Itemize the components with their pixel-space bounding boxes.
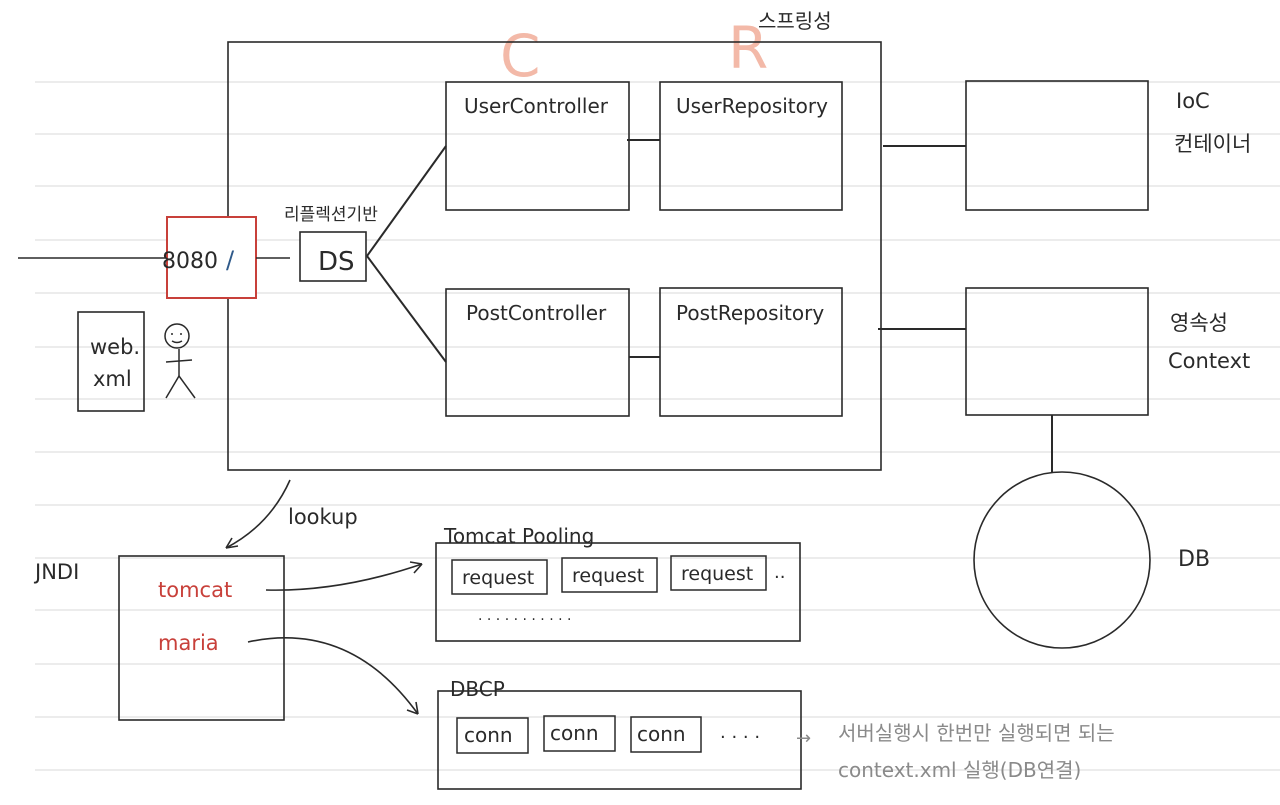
port-slash: / (226, 246, 235, 274)
persistence-context-box (965, 287, 1149, 416)
ioc-container-box (965, 80, 1149, 211)
db-circle (973, 471, 1151, 649)
note-line1: 서버실행시 한번만 실행되면 되는 (838, 721, 1115, 745)
conn-slot-3-label: conn (637, 722, 686, 746)
maria-to-dbcp-arrow (247, 637, 419, 715)
post-repository-box (659, 287, 843, 417)
ds-caption: 리플렉션기반 (284, 205, 378, 225)
dispatcher-servlet-box (299, 231, 367, 282)
dbcp-box (437, 690, 802, 790)
ioc-label-line1: IoC (1176, 89, 1210, 113)
person-icon (164, 323, 196, 399)
post-repository-label: PostRepository (676, 301, 824, 325)
request-slot-2 (561, 557, 658, 593)
port-text: 8080 (162, 249, 218, 274)
dbcp-more: . . . . (720, 722, 760, 743)
conn-slot-1-label: conn (464, 723, 513, 747)
dispatcher-servlet-label: DS (318, 247, 355, 277)
conn-slot-3 (630, 716, 702, 753)
jndi-entry-tomcat: tomcat (158, 578, 232, 602)
note-line2: context.xml 실행(DB연결) (838, 758, 1081, 782)
user-repository-label: UserRepository (676, 94, 828, 118)
notebook-lines (35, 81, 1280, 771)
lookup-label: lookup (288, 505, 358, 529)
user-controller-label: UserController (464, 94, 609, 118)
maria-to-dbcp-arrowhead (406, 701, 419, 715)
request-slot-3 (670, 555, 767, 591)
tomcat-pool-more: .. (774, 562, 785, 583)
faint-letter-c: C (500, 22, 541, 90)
tomcat-to-pool-arrowhead (409, 561, 423, 574)
request-slot-1 (451, 559, 548, 595)
request-slot-1-label: request (462, 567, 534, 589)
tomcat-pool-title: Tomcat Pooling (443, 524, 594, 548)
persistence-label-line1: 영속성 (1170, 311, 1228, 335)
jndi-label: JNDI (33, 560, 79, 584)
post-controller-box (445, 288, 630, 417)
ds-to-user-controller-line (366, 145, 447, 257)
user-repository-box (659, 81, 843, 211)
lookup-arrowhead (225, 537, 239, 549)
web-xml-line1: web. (90, 335, 140, 359)
request-slot-2-label: request (572, 565, 644, 587)
tomcat-pool-box (435, 542, 801, 642)
tomcat-to-pool-arrow (265, 563, 423, 591)
conn-slot-2-label: conn (550, 721, 599, 745)
ioc-label-line2: 컨테이너 (1174, 132, 1251, 156)
spring-label: 스프링성 (758, 9, 832, 33)
persistence-label-line2: Context (1168, 349, 1250, 373)
post-controller-label: PostController (466, 301, 607, 325)
db-label: DB (1178, 547, 1210, 572)
user-controller-box (445, 81, 630, 211)
web-xml-line2: xml (93, 367, 132, 391)
faint-letter-r: R (728, 14, 768, 82)
request-slot-3-label: request (681, 563, 753, 585)
dbcp-title: DBCP (450, 677, 505, 701)
tomcat-pool-dots: . . . . . . . . . . . (478, 608, 571, 624)
ds-to-post-controller-line (366, 255, 447, 363)
conn-slot-2 (543, 715, 616, 752)
web-xml-box (77, 311, 145, 412)
conn-slot-1 (456, 717, 529, 754)
lookup-arrow (225, 479, 291, 549)
note-arrow: → (796, 728, 811, 749)
jndi-entry-maria: maria (158, 631, 219, 655)
